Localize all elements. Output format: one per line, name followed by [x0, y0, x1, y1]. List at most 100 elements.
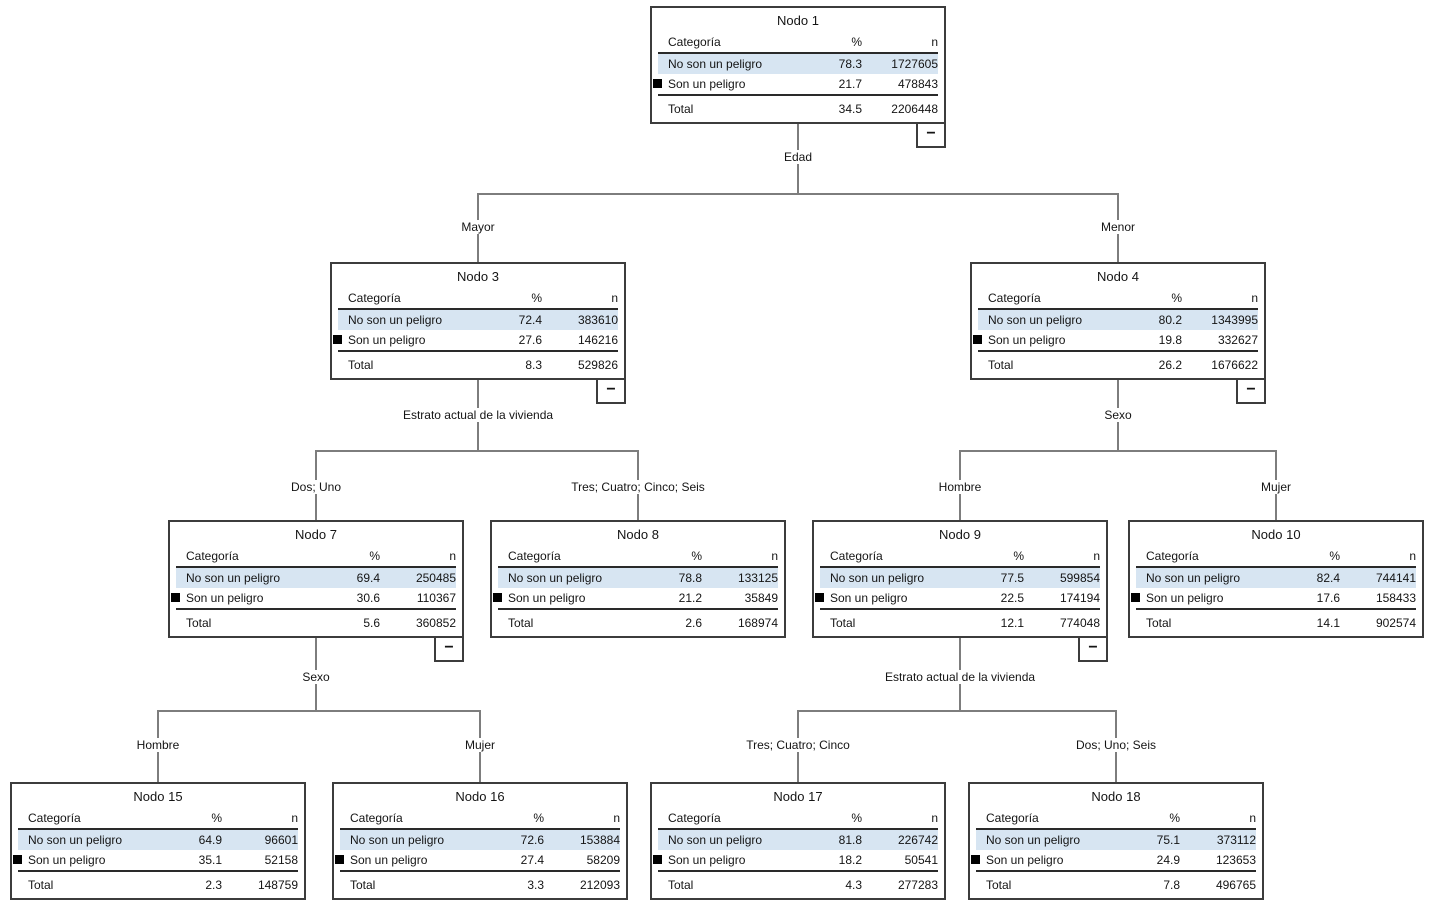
target-category-marker-icon — [971, 855, 980, 864]
header-percent: % — [211, 811, 222, 825]
header-n: n — [1093, 549, 1100, 563]
table-header: Categoría % n — [176, 546, 456, 568]
branch-label-dos-uno: Dos; Uno — [286, 480, 346, 494]
percent-value: 3.3 — [527, 878, 544, 892]
collapse-node-button[interactable]: − — [1236, 378, 1266, 404]
percent-value: 7.8 — [1163, 878, 1180, 892]
header-n: n — [291, 811, 298, 825]
n-value: 360852 — [415, 616, 456, 630]
n-value: 332627 — [1217, 333, 1258, 347]
category-label: No son un peligro — [350, 833, 445, 847]
table-header: Categoría % n — [658, 32, 938, 54]
n-value: 174194 — [1059, 591, 1100, 605]
n-value: 153884 — [579, 833, 620, 847]
node-title: Nodo 10 — [1251, 527, 1301, 542]
percent-value: 18.2 — [838, 853, 862, 867]
target-category-marker-icon — [815, 593, 824, 602]
header-percent: % — [531, 291, 542, 305]
n-value: 1676622 — [1211, 358, 1258, 372]
percent-value: 2.6 — [685, 616, 702, 630]
target-category-marker-icon — [653, 79, 662, 88]
row-son-un-peligro: Son un peligro 19.8 332627 — [973, 330, 1258, 350]
row-no-son-un-peligro: No son un peligro 78.8 133125 — [498, 568, 778, 588]
category-label: No son un peligro — [830, 571, 925, 585]
percent-value: 22.5 — [1000, 591, 1024, 605]
n-value: 1727605 — [891, 57, 938, 71]
n-value: 148759 — [257, 878, 298, 892]
tree-node-nodo-10: Nodo 10 Categoría % n No son un peligro … — [1128, 520, 1424, 638]
node-title: Nodo 17 — [773, 789, 823, 804]
target-category-marker-icon — [653, 855, 662, 864]
tree-node-nodo-1: Nodo 1 Categoría % n No son un peligro 7… — [650, 6, 946, 148]
percent-value: 82.4 — [1316, 571, 1340, 585]
header-percent: % — [369, 549, 380, 563]
percent-value: 5.6 — [363, 616, 380, 630]
category-label: Son un peligro — [348, 333, 426, 347]
header-n: n — [931, 35, 938, 49]
n-value: 58209 — [586, 853, 620, 867]
node-title: Nodo 1 — [777, 13, 819, 28]
collapse-node-button[interactable]: − — [434, 636, 464, 662]
total-label: Total — [830, 616, 856, 630]
total-label: Total — [348, 358, 374, 372]
branch-label-mujer: Mujer — [460, 738, 500, 752]
n-value: 250485 — [415, 571, 456, 585]
row-no-son-un-peligro: No son un peligro 69.4 250485 — [176, 568, 456, 588]
header-percent: % — [1329, 549, 1340, 563]
tree-node-nodo-17: Nodo 17 Categoría % n No son un peligro … — [650, 782, 946, 900]
percent-value: 72.4 — [518, 313, 542, 327]
branch-label-menor: Menor — [1096, 220, 1140, 234]
split-variable-label-sexo: Sexo — [1100, 408, 1136, 422]
branch-label-mujer: Mujer — [1256, 480, 1296, 494]
n-value: 110367 — [416, 591, 456, 605]
row-total: Total 2.6 168974 — [498, 608, 778, 636]
tree-node-nodo-18: Nodo 18 Categoría % n No son un peligro … — [968, 782, 1264, 900]
row-total: Total 5.6 360852 — [176, 608, 456, 636]
collapse-node-button[interactable]: − — [596, 378, 626, 404]
connector-line — [477, 193, 1119, 195]
split-variable-label-sexo: Sexo — [298, 670, 334, 684]
n-value: 277283 — [897, 878, 938, 892]
target-category-marker-icon — [13, 855, 22, 864]
percent-value: 19.8 — [1158, 333, 1182, 347]
percent-value: 78.3 — [838, 57, 862, 71]
row-son-un-peligro: Son un peligro 35.1 52158 — [13, 850, 298, 870]
collapse-node-button[interactable]: − — [1078, 636, 1108, 662]
connector-line — [959, 450, 1277, 452]
row-no-son-un-peligro: No son un peligro 64.9 96601 — [18, 830, 298, 850]
category-label: No son un peligro — [186, 571, 281, 585]
header-n: n — [1249, 811, 1256, 825]
percent-value: 8.3 — [525, 358, 542, 372]
row-total: Total 3.3 212093 — [340, 870, 620, 898]
total-label: Total — [668, 102, 694, 116]
header-n: n — [1409, 549, 1416, 563]
row-son-un-peligro: Son un peligro 24.9 123653 — [971, 850, 1256, 870]
category-label: Son un peligro — [668, 77, 746, 91]
header-categoria: Categoría — [348, 291, 401, 305]
percent-value: 14.1 — [1316, 616, 1340, 630]
header-categoria: Categoría — [830, 549, 883, 563]
header-categoria: Categoría — [988, 291, 1041, 305]
header-categoria: Categoría — [986, 811, 1039, 825]
percent-value: 69.4 — [356, 571, 380, 585]
category-label: No son un peligro — [1146, 571, 1241, 585]
percent-value: 77.5 — [1000, 571, 1024, 585]
n-value: 496765 — [1215, 878, 1256, 892]
percent-value: 72.6 — [520, 833, 544, 847]
row-son-un-peligro: Son un peligro 27.4 58209 — [335, 850, 620, 870]
node-title: Nodo 15 — [133, 789, 183, 804]
row-son-un-peligro: Son un peligro 30.6 110367 — [171, 588, 456, 608]
total-label: Total — [986, 878, 1012, 892]
total-label: Total — [988, 358, 1014, 372]
n-value: 168974 — [737, 616, 778, 630]
category-label: No son un peligro — [668, 57, 763, 71]
collapse-node-button[interactable]: − — [916, 122, 946, 148]
table-header: Categoría % n — [338, 288, 618, 310]
target-category-marker-icon — [493, 593, 502, 602]
percent-value: 78.8 — [678, 571, 702, 585]
row-son-un-peligro: Son un peligro 21.7 478843 — [653, 74, 938, 94]
percent-value: 2.3 — [205, 878, 222, 892]
category-label: Son un peligro — [988, 333, 1066, 347]
row-no-son-un-peligro: No son un peligro 75.1 373112 — [976, 830, 1256, 850]
